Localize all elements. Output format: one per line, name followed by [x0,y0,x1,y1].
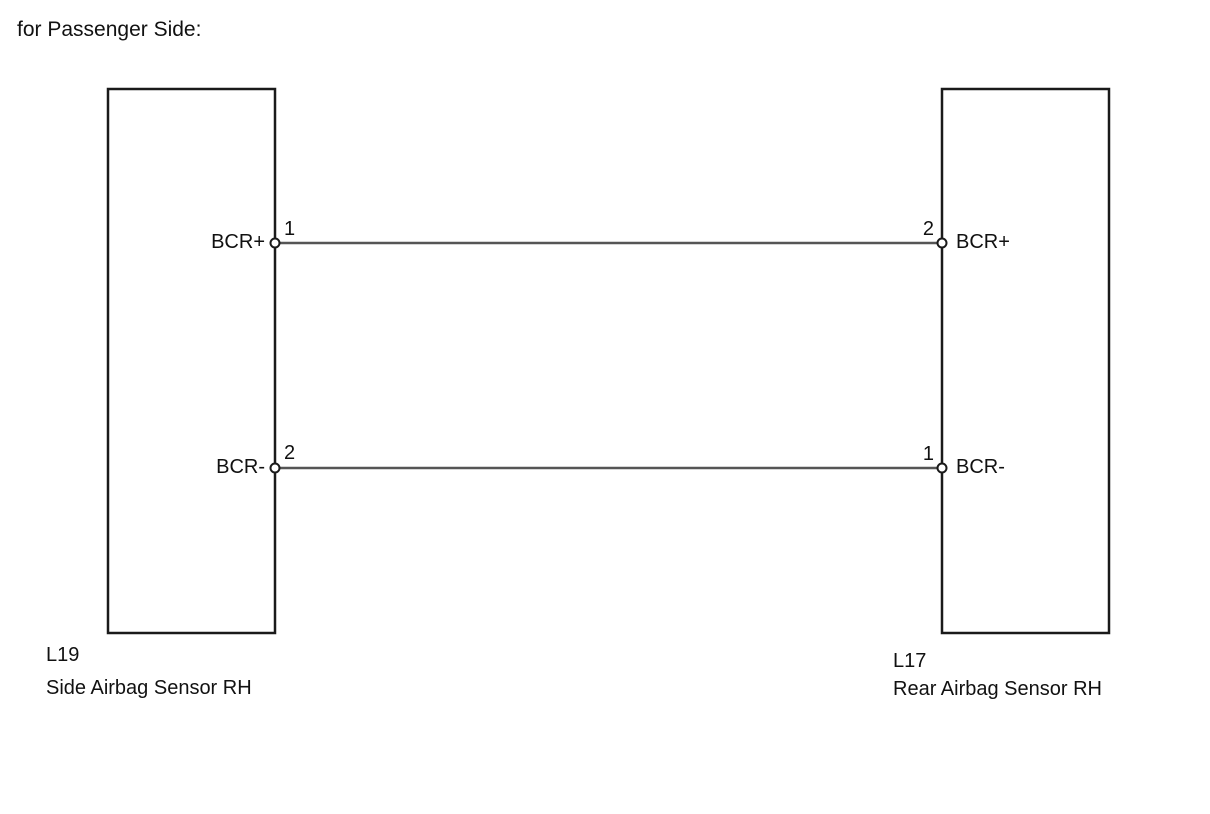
l19-connector-name: Side Airbag Sensor RH [46,677,252,699]
l19-pin2-number: 2 [284,442,295,464]
l17-pin2-signal: BCR+ [956,231,1010,253]
l17-connector-name: Rear Airbag Sensor RH [893,678,1102,700]
terminal-l19-pin1 [269,237,281,249]
l19-pin2-signal: BCR- [216,456,265,478]
l17-pin2-number: 2 [923,218,934,240]
l19-pin1-number: 1 [284,218,295,240]
terminal-l17-pin1 [936,462,948,474]
l19-connector-code: L19 [46,644,79,666]
l17-connector-code: L17 [893,650,926,672]
l17-pin1-signal: BCR- [956,456,1005,478]
connector-l19-box [106,87,277,635]
l19-pin1-signal: BCR+ [211,231,265,253]
diagram-heading: for Passenger Side: [17,18,202,41]
terminal-l19-pin2 [269,462,281,474]
connector-l17-box [940,87,1111,635]
terminal-l17-pin2 [936,237,948,249]
l17-pin1-number: 1 [923,443,934,465]
